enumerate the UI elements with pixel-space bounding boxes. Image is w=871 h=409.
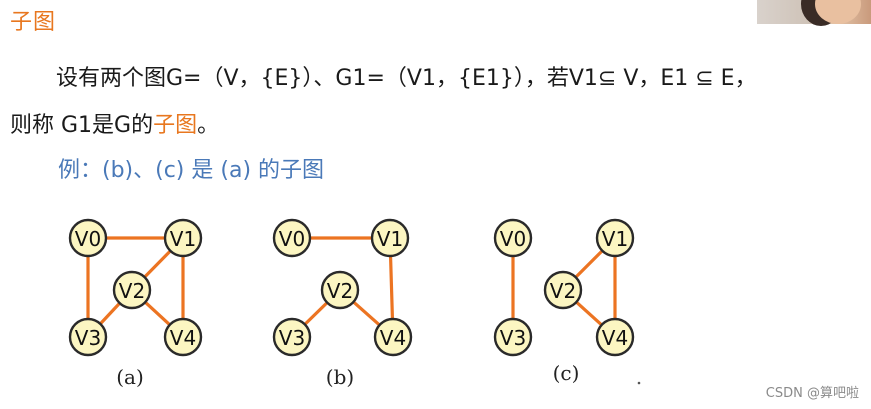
graph-b-node-label: V3 (279, 326, 305, 350)
graph-a-node-label: V2 (119, 279, 145, 303)
graph-b-node-label: V0 (279, 227, 305, 251)
graph-a-edge-v1-v2 (145, 251, 171, 277)
graph-b-node-label: V2 (327, 279, 353, 303)
graph-a-node-label: V0 (75, 227, 101, 251)
graph-b-node-v2: V2 (322, 272, 358, 308)
graph-a-node-v4: V4 (165, 319, 201, 355)
stray-dot (638, 382, 641, 385)
graph-b-node-v4: V4 (375, 319, 411, 355)
graph-c-node-v3: V3 (495, 319, 531, 355)
captions-layer: (a) (b) (c) (116, 361, 579, 389)
graph-b-node-label: V1 (377, 227, 403, 251)
graph-c-node-v1: V1 (597, 220, 633, 256)
graph-a-node-v2: V2 (114, 272, 150, 308)
graph-a-caption: (a) (116, 365, 144, 389)
graph-a-node-v3: V3 (70, 319, 106, 355)
graph-c-node-v4: V4 (597, 319, 633, 355)
graph-c-node-label: V4 (602, 326, 628, 350)
graph-c-edge-v1-v2 (576, 251, 603, 278)
graph-c-node-label: V3 (500, 326, 526, 350)
graph-b-edge-v2-v4 (353, 302, 379, 325)
graph-c-node-v2: V2 (545, 272, 581, 308)
graph-a-node-v1: V1 (165, 220, 201, 256)
graph-b-edge-v2-v3 (305, 303, 327, 325)
graph-a-node-label: V4 (170, 326, 196, 350)
graph-b-node-v3: V3 (274, 319, 310, 355)
graph-a-edge-v2-v4 (145, 302, 170, 325)
graph-c-node-label: V0 (500, 227, 526, 251)
graph-c-edge-v2-v4 (576, 302, 601, 325)
graph-c-node-label: V1 (602, 227, 628, 251)
graph-b-node-v0: V0 (274, 220, 310, 256)
graph-c-node-v0: V0 (495, 220, 531, 256)
graph-b-caption: (b) (326, 365, 354, 389)
graph-c-caption: (c) (553, 361, 580, 385)
graph-a-node-label: V1 (170, 227, 196, 251)
graph-c-node-label: V2 (550, 279, 576, 303)
graph-a-node-v0: V0 (70, 220, 106, 256)
watermark: CSDN @算吧啦 (766, 382, 859, 401)
graph-a-edge-v2-v3 (100, 303, 119, 324)
graph-b-edge-v1-v4 (391, 256, 393, 319)
graph-a-node-label: V3 (75, 326, 101, 350)
graph-b-node-label: V4 (380, 326, 406, 350)
graph-b-node-v1: V1 (372, 220, 408, 256)
